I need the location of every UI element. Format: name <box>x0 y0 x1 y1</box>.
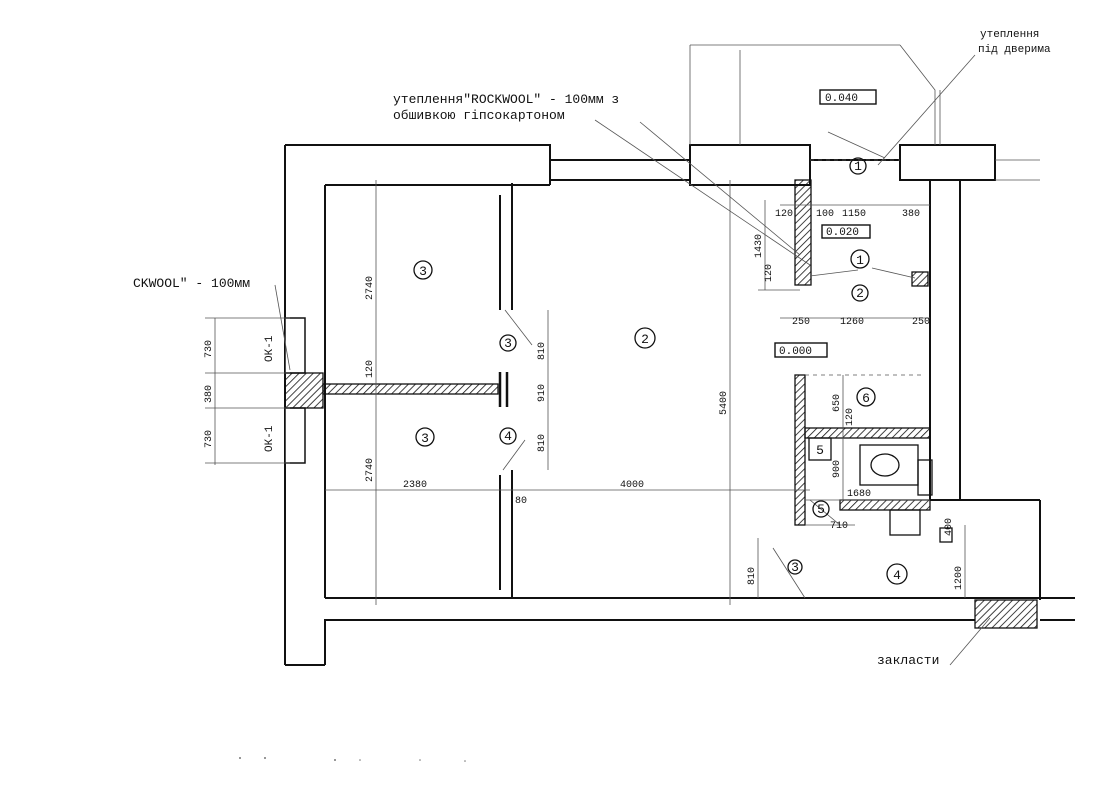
level-hall: 0.020 <box>826 227 859 239</box>
dim-corr-250b: 250 <box>912 317 930 328</box>
dim-bath-900: 900 <box>832 460 843 478</box>
sink-fixture <box>889 509 921 536</box>
dim-bath-710: 710 <box>830 521 848 532</box>
top-right-note-line1: утеплення <box>980 29 1039 41</box>
exterior-walls <box>284 144 1075 666</box>
door-4-number: 4 <box>504 429 512 444</box>
room-2-main-number: 2 <box>641 332 649 347</box>
fixtures <box>859 444 953 543</box>
room-circles <box>413 157 908 585</box>
dim-door-810b: 810 <box>537 434 548 452</box>
room-6-number: 6 <box>862 391 870 406</box>
blockwork-note: закласти <box>877 653 939 668</box>
dim-partition: 120 <box>365 360 376 378</box>
dim-door-810a: 810 <box>537 342 548 360</box>
room-1-hall-number: 1 <box>856 253 864 268</box>
dim-width-2380: 2380 <box>403 480 427 491</box>
door-3-bottom-number: 3 <box>791 560 799 575</box>
dim-hall-380: 380 <box>902 209 920 220</box>
room-3-upper-number: 3 <box>419 264 427 279</box>
dim-left-730b: 730 <box>204 430 215 448</box>
room-1-top-number: 1 <box>854 159 862 174</box>
dim-lower-room-height: 2740 <box>365 458 376 482</box>
level-main: 0.000 <box>779 346 812 358</box>
toilet-fixture <box>859 444 919 486</box>
dim-bath-650: 650 <box>832 394 843 412</box>
construction-lines <box>205 44 1040 666</box>
door-3-upper-number: 3 <box>504 336 512 351</box>
room-4-number: 4 <box>893 568 901 583</box>
insulation-note-left: CKWOOL" - 100мм <box>133 276 250 291</box>
level-terrace: 0.040 <box>825 93 858 105</box>
dim-upper-room-height: 2740 <box>365 276 376 300</box>
dim-bath-1680: 1680 <box>847 489 871 500</box>
top-right-note-line2: під дверима <box>978 44 1051 56</box>
dim-corr-250a: 250 <box>792 317 810 328</box>
dim-height-5400: 5400 <box>719 391 730 415</box>
dim-door-910: 910 <box>537 384 548 402</box>
level-boxes <box>774 89 877 358</box>
dim-left-380: 380 <box>204 385 215 403</box>
window-mark-upper: ОК-1 <box>264 335 276 362</box>
dim-width-80: 80 <box>515 496 527 507</box>
dim-hall-1430: 1430 <box>754 234 765 258</box>
dim-hall-100: 100 <box>816 209 834 220</box>
room-5-number: 5 <box>816 443 824 458</box>
partitions <box>498 372 509 407</box>
dim-bath-400: 400 <box>944 518 955 536</box>
door-5-number: 5 <box>817 502 825 517</box>
dim-width-4000: 4000 <box>620 480 644 491</box>
insulation-note-line2: обшивкою гіпсокартоном <box>393 108 565 123</box>
room-2-corridor-number: 2 <box>856 286 864 301</box>
hatched-walls <box>284 179 1038 629</box>
dim-bath-810: 810 <box>747 567 758 585</box>
insulation-note-line1: утеплення"ROCKWOOL" - 100мм з <box>393 92 619 107</box>
dim-bath-120: 120 <box>845 408 856 426</box>
dim-hall-1150: 1150 <box>842 209 866 220</box>
dim-hall-120b: 120 <box>764 264 775 282</box>
scan-specks <box>239 757 466 762</box>
window-mark-lower: ОК-1 <box>264 425 276 452</box>
dim-corr-1260: 1260 <box>840 317 864 328</box>
dim-bath-1200: 1200 <box>954 566 965 590</box>
dim-left-730a: 730 <box>204 340 215 358</box>
room-3-lower-number: 3 <box>421 431 429 446</box>
dim-hall-120a: 120 <box>775 209 793 220</box>
